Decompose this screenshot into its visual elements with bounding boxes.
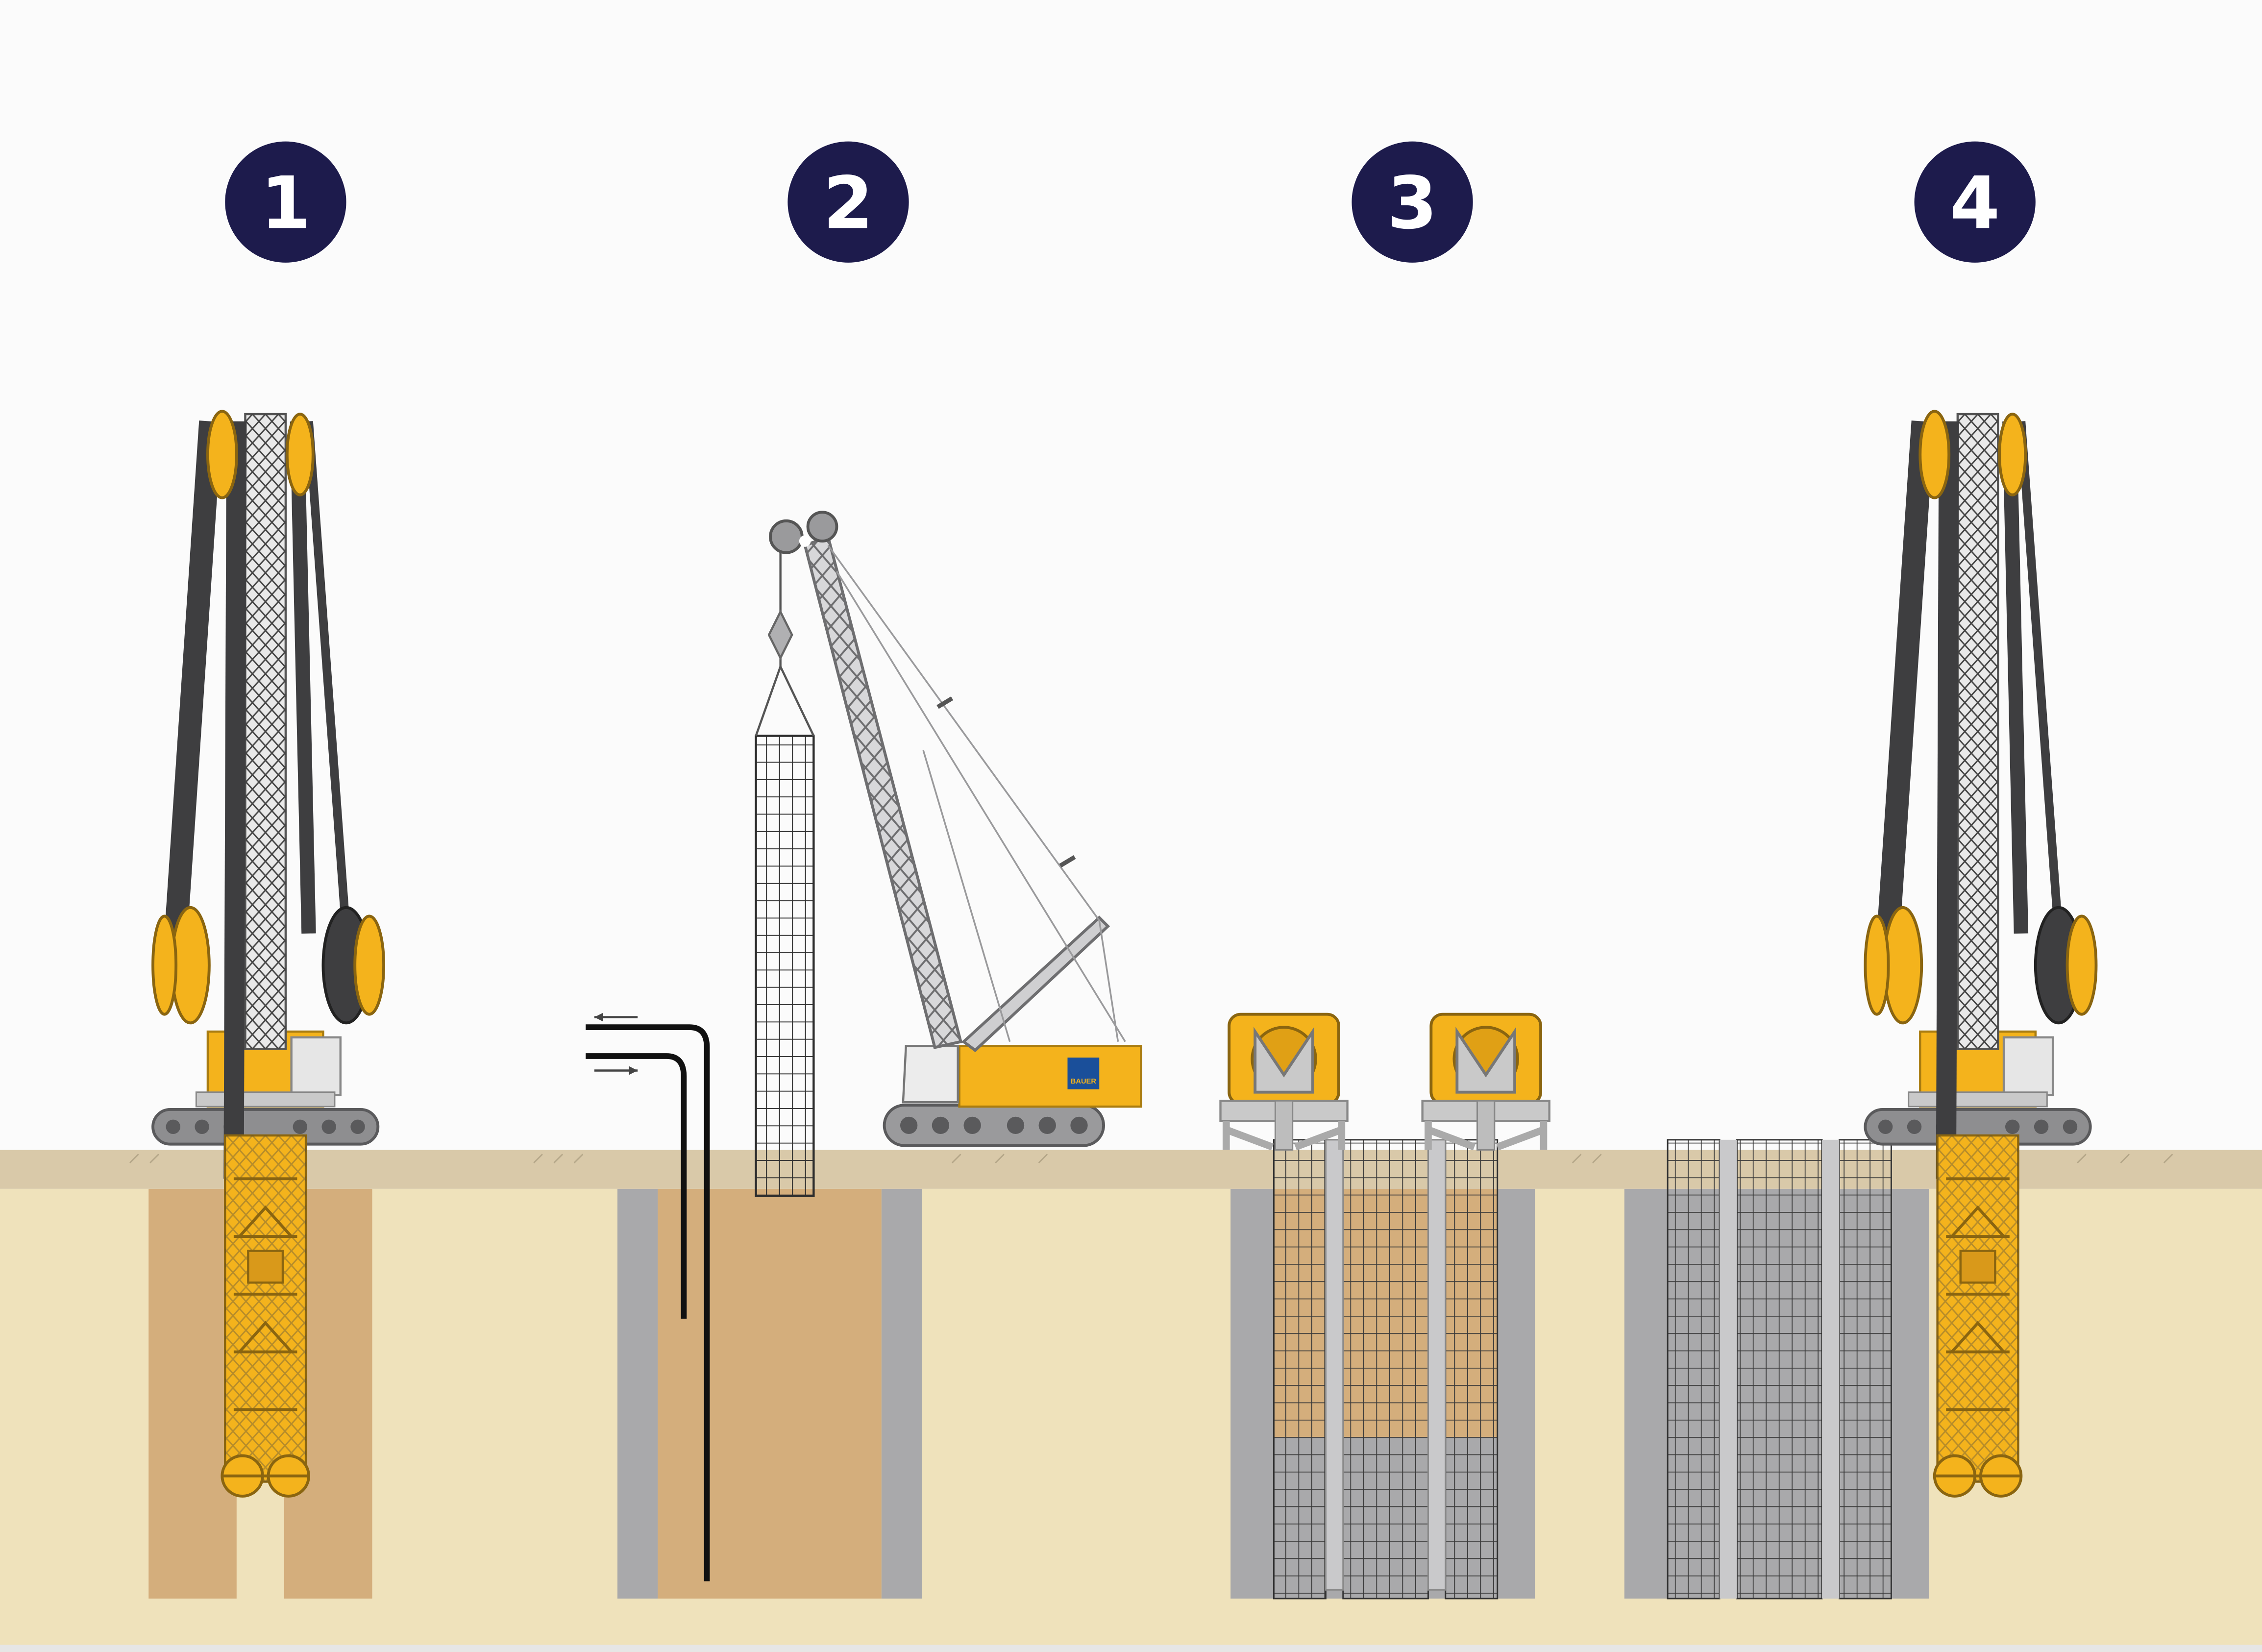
step-badge-1: 1 xyxy=(225,141,346,263)
step-number-3: 3 xyxy=(1387,161,1437,245)
step-4-completed-wall xyxy=(1624,411,2096,1600)
ground-bottom-edge xyxy=(0,1645,2262,1652)
ground-surface-layer xyxy=(0,1150,2262,1189)
step-2-slurry-trench xyxy=(658,1188,882,1599)
desanding-pipe-supply xyxy=(586,1053,687,1319)
step-1-primary-panel-left xyxy=(148,1188,237,1599)
step-2-rebar-cage xyxy=(755,735,815,1197)
step-number-1: 1 xyxy=(261,161,311,245)
step-1-excavation xyxy=(148,411,384,1599)
step-number-2: 2 xyxy=(823,161,873,245)
step-3-cage-left xyxy=(1273,1139,1327,1600)
tremie-pipe-left xyxy=(1325,1139,1344,1591)
step-4-cage-left xyxy=(1667,1139,1721,1600)
step-4-cage-middle xyxy=(1736,1139,1823,1600)
step-3-cage-middle xyxy=(1342,1139,1429,1600)
desanding-pipe-return xyxy=(586,1024,710,1581)
step-3-cage-right xyxy=(1445,1139,1499,1600)
crane-logo-text: BAUER xyxy=(1071,1078,1097,1085)
step-2-guide-wall-left xyxy=(617,1188,658,1599)
step-2-guide-wall-right xyxy=(881,1188,922,1599)
ground-hatch-marks xyxy=(129,1154,2173,1163)
step-badge-2: 2 xyxy=(787,141,909,263)
arrow-right-icon xyxy=(594,1066,638,1075)
crane-hook-block xyxy=(767,609,793,661)
tremie-pipe-right xyxy=(1427,1139,1447,1591)
step-badge-4: 4 xyxy=(1914,141,2036,263)
step-number-4: 4 xyxy=(1950,161,2000,245)
arrow-left-icon xyxy=(594,1012,638,1022)
crawler-crane-icon: BAUER xyxy=(769,511,1142,1147)
step-4-cage-right xyxy=(1838,1139,1892,1600)
step-badge-3: 3 xyxy=(1352,141,1473,263)
step-3-concreting xyxy=(1221,1014,1549,1600)
step-2-cage-installation: BAUER xyxy=(586,511,1142,1599)
